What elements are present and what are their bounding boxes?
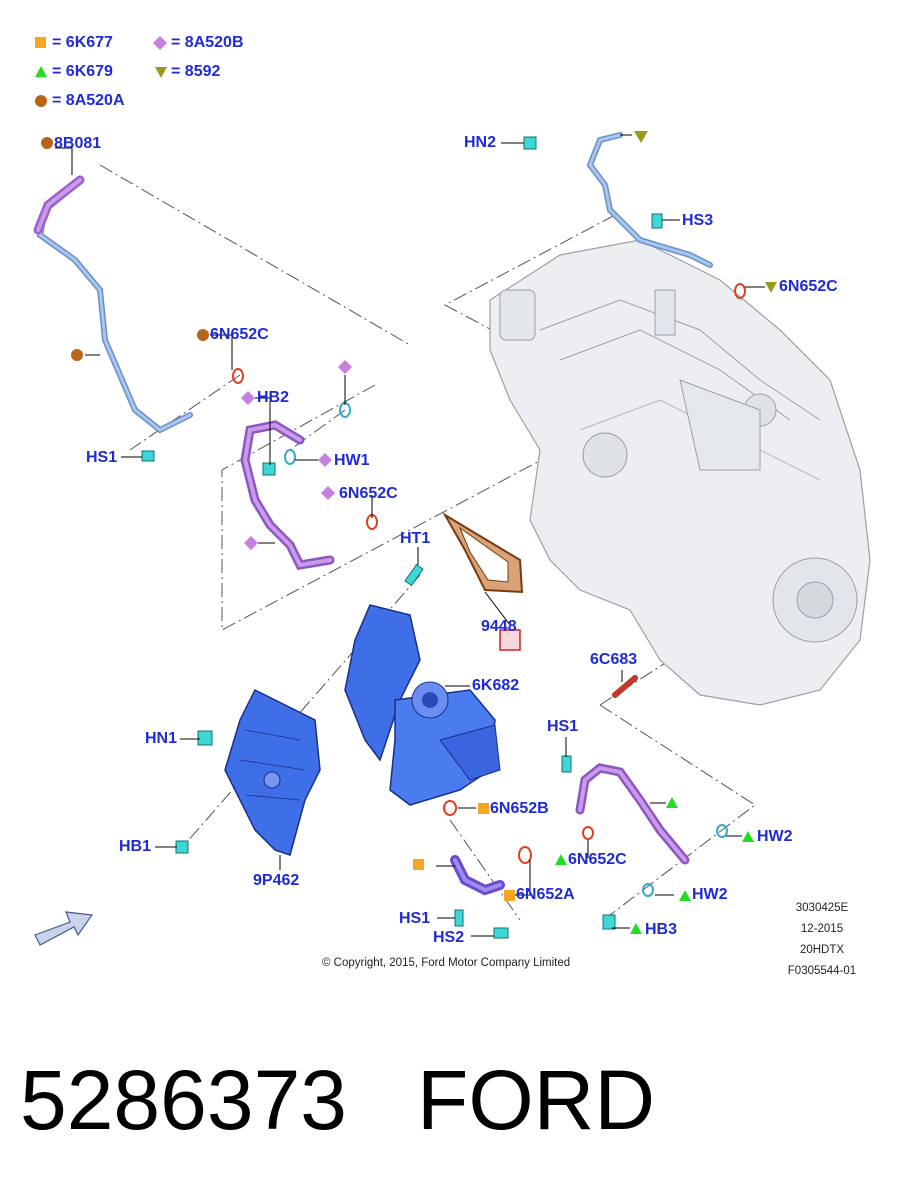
stud-6c683 [612, 675, 638, 698]
label-9p462: 9P462 [253, 872, 300, 889]
label-6c683: 6C683 [590, 651, 638, 668]
seals [232, 283, 746, 864]
label-6n652c-mid: 6N652C [339, 485, 398, 502]
coolant-pipe-lower-mid [450, 855, 505, 896]
label-6n652a: 6N652A [516, 886, 575, 903]
meta-date: 12-2015 [800, 923, 844, 935]
oil-return-pipe-top [586, 132, 713, 268]
label-hs1-left: HS1 [86, 449, 118, 466]
label-8b081: 8B081 [54, 135, 102, 152]
label-6n652b: 6N652B [490, 800, 549, 817]
label-hs2: HS2 [433, 929, 465, 946]
legend-item-6k679: = 6K679 [52, 63, 113, 80]
coolant-pipe-lower-right [575, 763, 690, 865]
label-hb3: HB3 [645, 921, 678, 938]
oil-feed-pipe-8b081 [33, 175, 193, 434]
label-ht1: HT1 [400, 530, 431, 547]
legend-item-8a520a: = 8A520A [52, 92, 125, 109]
exploded-parts-diagram [33, 36, 871, 946]
label-6k682: 6K682 [472, 677, 520, 694]
label-6n652c-top-left: 6N652C [210, 326, 269, 343]
label-6n652c-bottom: 6N652C [568, 851, 627, 868]
orientation-arrow-icon [34, 911, 94, 946]
turbocharger-6k682 [344, 604, 501, 806]
coolant-pipe-hb2 [240, 420, 335, 570]
engine-block [489, 239, 871, 706]
label-hw2-lower: HW2 [692, 886, 728, 903]
meta-figure: F0305544-01 [787, 965, 857, 977]
legend-item-8a520b: = 8A520B [171, 34, 244, 51]
drawing-meta: 3030425E 12-2015 20HDTX F0305544-01 [762, 898, 882, 982]
label-hn2: HN2 [464, 134, 497, 151]
legend-item-8592: = 8592 [171, 63, 221, 80]
label-hn1: HN1 [145, 730, 178, 747]
callout-symbols [41, 131, 777, 934]
legend-item-6k677: = 6K677 [52, 34, 113, 51]
label-hs3: HS3 [682, 212, 714, 229]
label-hw2-upper: HW2 [757, 828, 793, 845]
copyright-text: © Copyright, 2015, Ford Motor Company Li… [322, 957, 571, 969]
label-hs1-right: HS1 [547, 718, 579, 735]
label-6n652c-top-right: 6N652C [779, 278, 838, 295]
label-hb2: HB2 [257, 389, 290, 406]
leader-lines [55, 134, 765, 937]
part-number-caption: 5286373 FORD [20, 1053, 656, 1147]
label-hw1: HW1 [334, 452, 370, 469]
meta-code: 3030425E [795, 902, 849, 914]
gasket-9448 [442, 512, 524, 651]
heat-shield-9p462 [224, 688, 321, 856]
meta-engine: 20HDTX [799, 944, 845, 956]
legend-symbols [35, 36, 167, 107]
label-9448: 9448 [481, 618, 517, 635]
label-hb1: HB1 [119, 838, 152, 855]
fasteners [141, 136, 663, 939]
label-hs1-bottom: HS1 [399, 910, 431, 927]
